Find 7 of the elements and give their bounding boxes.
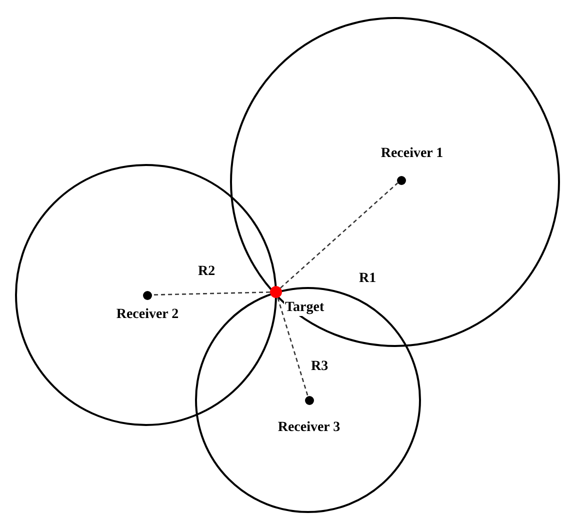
receiver-label: Receiver 1 [380, 146, 444, 162]
receiver-label: Receiver 3 [276, 420, 342, 436]
distance-line [280, 182, 398, 288]
distance-line [277, 298, 308, 396]
receiver-label: Receiver 2 [115, 307, 180, 323]
target-label: Target [284, 300, 326, 316]
distance-line [151, 292, 270, 296]
